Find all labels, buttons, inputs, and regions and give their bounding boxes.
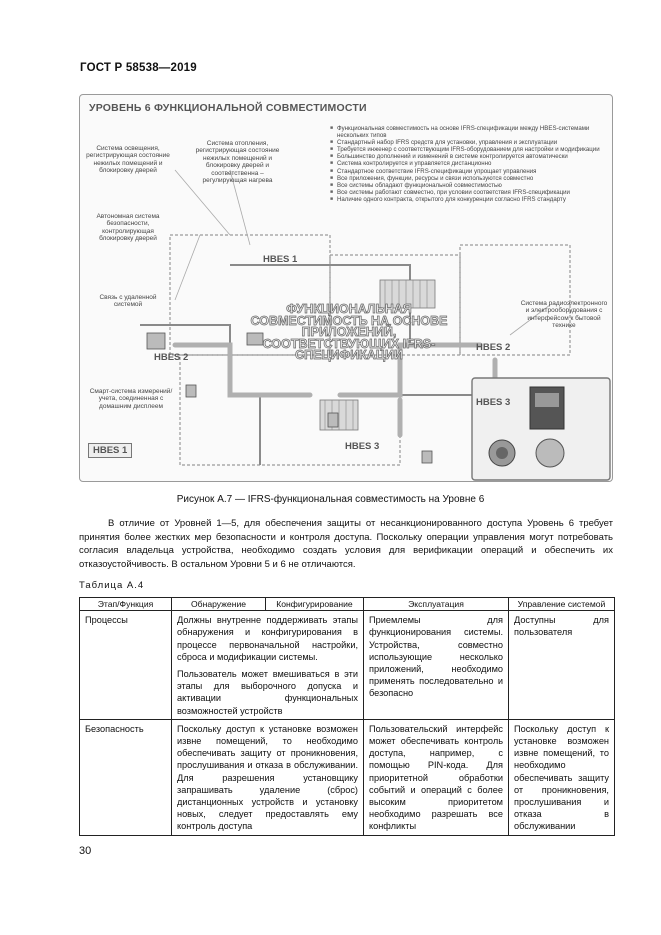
hbes-label: HBES 3	[345, 441, 380, 452]
cell-stage: Процессы	[79, 610, 172, 720]
figure-caption: Рисунок А.7 — IFRS-функциональная совмес…	[176, 494, 485, 505]
hbes-label: HBES 1	[88, 443, 133, 458]
figure-bullet: Система контролируется и управляется дис…	[330, 160, 612, 167]
figure-bullet: Стандартное соответствие IFRS-спецификац…	[330, 168, 612, 175]
figure-bullet: Стандартный набор IFRS средств для устан…	[330, 139, 612, 146]
figure-level6: УРОВЕНЬ 6 ФУНКЦИОНАЛЬНОЙ СОВМЕСТИМОСТИ С…	[79, 94, 613, 482]
figure-bullet: Большинство дополнений и изменений в сис…	[330, 153, 612, 160]
table-header-row: Этап/Функция Обнаружение Конфигурировани…	[79, 596, 615, 612]
figure-bullet: Все системы работают совместно, при усло…	[330, 189, 612, 196]
figure-title: УРОВЕНЬ 6 ФУНКЦИОНАЛЬНОЙ СОВМЕСТИМОСТИ	[89, 102, 367, 114]
figure-schematic	[140, 169, 611, 481]
cell-operation: Пользовательский интерфейс может обеспеч…	[363, 718, 509, 836]
cell-paragraph: Доступны для пользователя	[514, 615, 609, 638]
cell-stage: Безопасность	[79, 718, 172, 836]
col-header-management: Управление системой	[508, 596, 615, 612]
label-remote-system: Связь с удаленной системой	[99, 294, 157, 309]
col-header-stage: Этап/Функция	[79, 596, 172, 612]
table-row: Безопасность Поскольку доступ к установк…	[79, 718, 615, 836]
cell-management: Поскольку доступ к установке возможен из…	[508, 718, 615, 836]
hbes-label: HBES 2	[476, 342, 511, 353]
hbes-label: HBES 1	[263, 254, 298, 265]
figure-bullet: Все приложения, функции, ресурсы и связи…	[330, 175, 612, 182]
cell-management: Доступны для пользователя	[508, 610, 615, 720]
cell-paragraph: Поскольку доступ к установке возможен из…	[177, 723, 358, 832]
table-title: Таблица А.4	[79, 580, 145, 591]
table-row: Процессы Должны внутренне поддерживать э…	[79, 610, 615, 720]
hbes-label: HBES 2	[154, 352, 189, 363]
col-header-operation: Эксплуатация	[363, 596, 509, 612]
figure-bullet: Требуется инженер с соответствующим IFRS…	[330, 146, 612, 153]
cell-paragraph: Поскольку доступ к установке возможен из…	[514, 723, 609, 832]
cell-paragraph: Приемлемы для функционирования системы. …	[369, 615, 503, 699]
col-header-configuration: Конфигурирование	[265, 596, 364, 612]
figure-bullet: Наличие одного контракта, открытого для …	[330, 196, 612, 203]
label-radio-system: Система радиоэлектронного и электрообору…	[520, 300, 608, 330]
spec-table: Этап/Функция Обнаружение Конфигурировани…	[79, 596, 615, 836]
document-header: ГОСТ Р 58538—2019	[80, 62, 197, 74]
label-lighting-system: Система освещения, регистрирующая состоя…	[86, 145, 170, 175]
figure-bullet: Все системы обладают функциональной совм…	[330, 182, 612, 189]
cell-operation: Приемлемы для функционирования системы. …	[363, 610, 509, 720]
cell-paragraph: Должны внутренне поддерживать этапы обна…	[177, 615, 358, 662]
page-number: 30	[79, 845, 92, 857]
label-security-system: Автономная система безопасности, контрол…	[96, 213, 160, 243]
figure-bullet: Функциональная совместимость на основе I…	[330, 125, 612, 139]
cell-paragraph: Пользователь может вмешиваться в эти эта…	[177, 669, 358, 716]
figure-bullet-list: Функциональная совместимость на основе I…	[330, 125, 612, 203]
label-smart-meter: Смарт-система измерений/учета, соединенн…	[89, 388, 173, 410]
cell-paragraph: Пользовательский интерфейс может обеспеч…	[369, 723, 503, 832]
cell-detect-config: Поскольку доступ к установке возможен из…	[171, 718, 364, 836]
label-heating-system: Система отопления, регистрирующая состоя…	[195, 140, 280, 185]
hbes-label: HBES 3	[476, 397, 511, 408]
cell-detect-config: Должны внутренне поддерживать этапы обна…	[171, 610, 364, 720]
body-paragraph: В отличие от Уровней 1—5, для обеспечени…	[79, 518, 613, 571]
figure-center-label: ФУНКЦИОНАЛЬНАЯ СОВМЕСТИМОСТЬ НА ОСНОВЕ П…	[250, 302, 448, 362]
col-header-detection: Обнаружение	[171, 596, 266, 612]
